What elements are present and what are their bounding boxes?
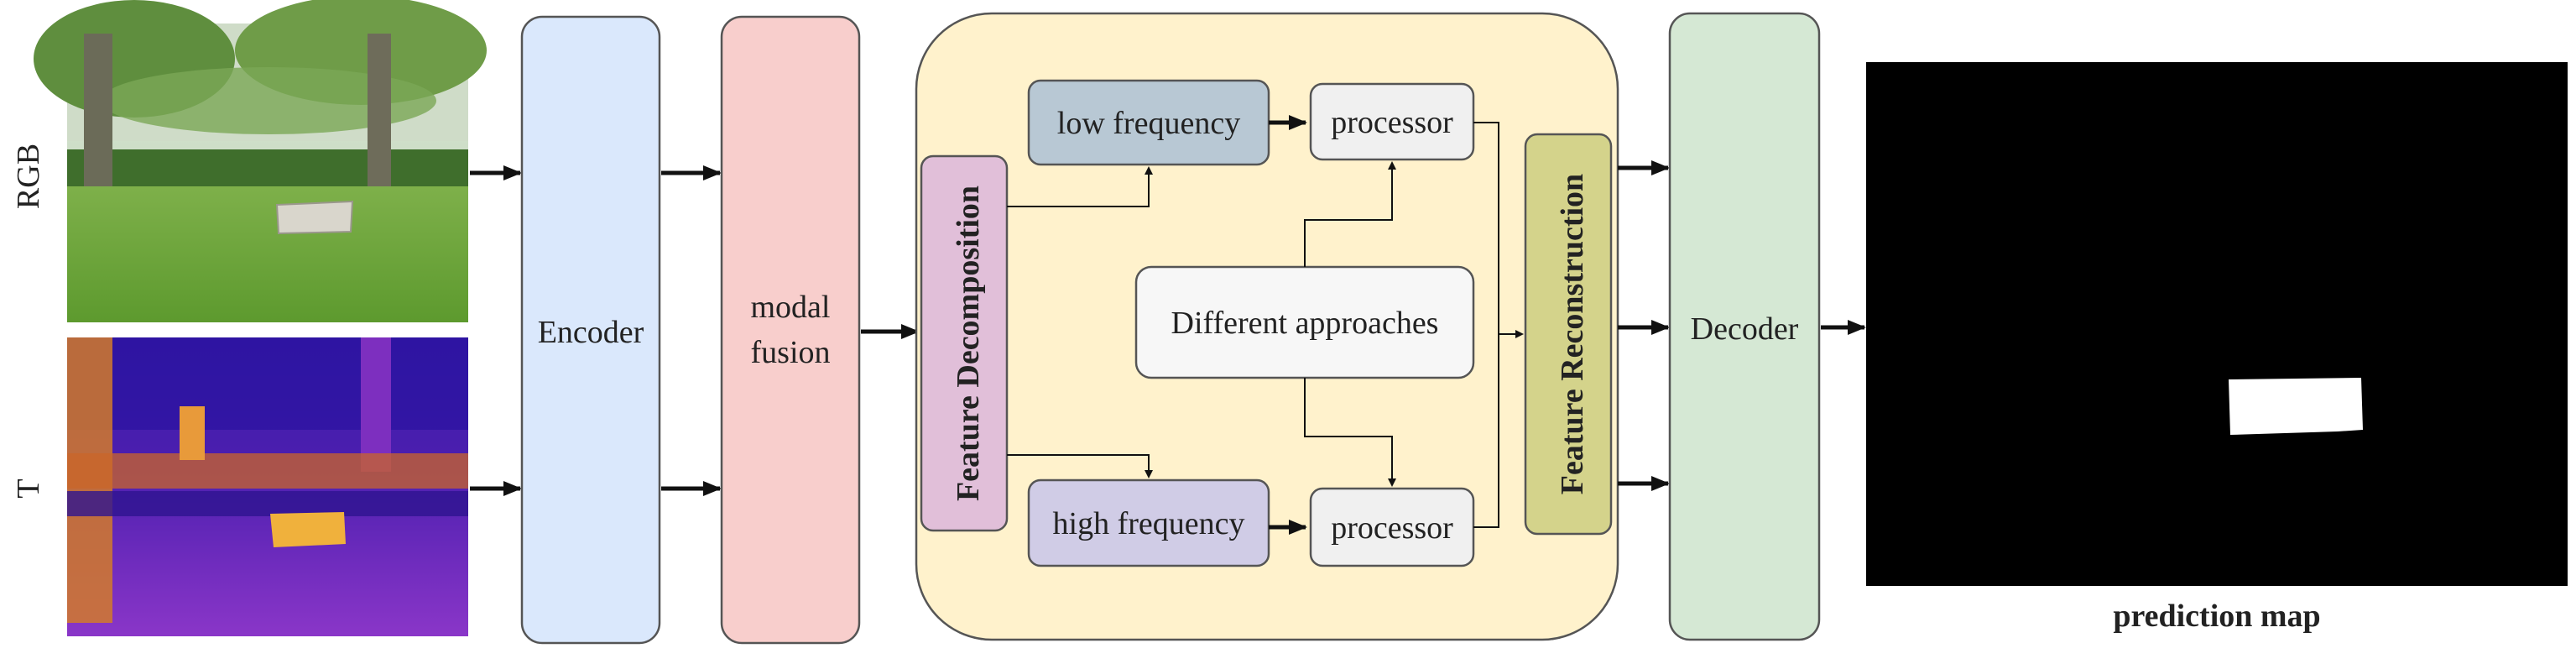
- arrow-approaches-to-processor-bottom: [1304, 378, 1396, 487]
- feature-decomposition-block: [920, 154, 1009, 532]
- modal-fusion-label-line1: modal: [751, 290, 831, 325]
- arrow-processor-bottom-to-reconstruction: [1473, 334, 1499, 528]
- feature-reconstruction-block: [1524, 133, 1613, 536]
- low-frequency-label: low frequency: [1057, 106, 1240, 141]
- encoder-label: Encoder: [538, 315, 644, 350]
- arrow-processor-top-to-reconstruction: [1473, 122, 1524, 338]
- encoder-block: [520, 15, 661, 645]
- arrow-decomp-to-high: [1007, 454, 1153, 478]
- rgb-input-image: [34, 0, 487, 322]
- processor-bottom-label: processor: [1331, 510, 1453, 546]
- processor-top-label: processor: [1331, 105, 1453, 140]
- decoder-block: [1668, 12, 1821, 641]
- different-approaches-label: Different approaches: [1171, 306, 1439, 341]
- decoder-label: Decoder: [1691, 311, 1799, 347]
- prediction-map-caption: prediction map: [2113, 599, 2320, 634]
- feature-reconstruction-label: Feature Reconstruction: [1555, 174, 1590, 494]
- rgb-label: RGB: [11, 144, 46, 209]
- high-frequency-block: [1027, 478, 1270, 567]
- high-frequency-label: high frequency: [1053, 506, 1245, 541]
- prediction-map: [1866, 62, 2568, 586]
- prediction-object-mask: [2229, 378, 2363, 435]
- modal-fusion-block: [720, 15, 861, 645]
- thermal-input-image: [67, 337, 468, 636]
- feature-decomposition-label: Feature Decomposition: [951, 186, 986, 501]
- t-label: T: [11, 478, 46, 498]
- arrow-approaches-to-processor-top: [1304, 161, 1396, 267]
- arrow-decomp-to-low: [1007, 166, 1153, 207]
- modal-fusion-label-line2: fusion: [751, 335, 831, 370]
